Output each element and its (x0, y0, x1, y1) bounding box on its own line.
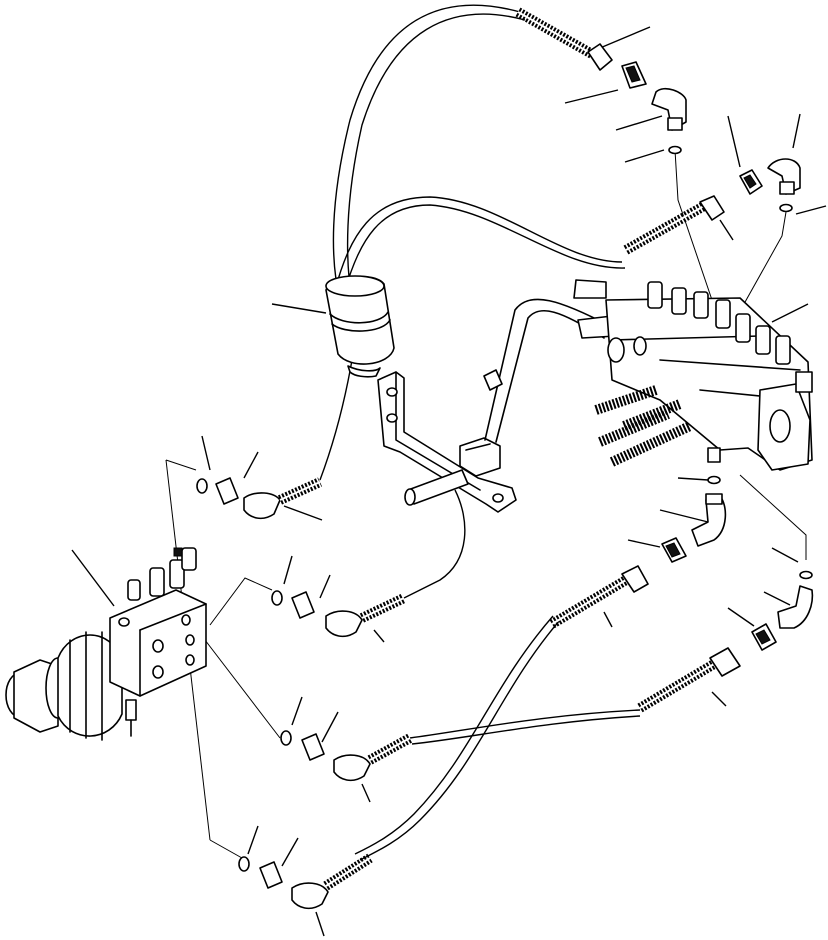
hose-assembly-top (515, 7, 647, 89)
elbow-fitting-valve-lower (691, 493, 727, 547)
hose-assembly-valve-upper (623, 195, 725, 255)
hydraulic-motor (5, 631, 123, 741)
left-upper-fittings (196, 477, 323, 520)
rigid-pipe (483, 279, 617, 443)
o-ring-top (668, 145, 682, 155)
o-ring-valve-lower (707, 475, 721, 485)
o-ring-left-1 (196, 478, 208, 494)
elbow-fitting-top-right (767, 158, 801, 195)
adapter-fitting-right-lower (751, 623, 777, 651)
adapter-fitting-top-right (739, 169, 763, 195)
o-ring-top-right (779, 203, 793, 213)
callout-leaders (71, 26, 827, 937)
elbow-fitting-right-lower (777, 585, 814, 629)
elbow-fitting-top (651, 87, 687, 131)
hose-assembly-lower-right (637, 647, 741, 713)
adapter-fitting-valve-lower (661, 537, 687, 563)
left-lower-fittings (280, 730, 413, 782)
control-valve-assembly (594, 281, 813, 471)
o-ring-right-lower (799, 570, 813, 580)
protective-sleeve (325, 275, 395, 378)
hose-lines (319, 4, 641, 861)
valve-block (109, 547, 207, 737)
mounting-bracket (377, 371, 517, 513)
left-mid-fittings (271, 590, 407, 638)
hose-assembly-mid-right (549, 565, 649, 629)
left-bottom-fittings (238, 853, 373, 910)
